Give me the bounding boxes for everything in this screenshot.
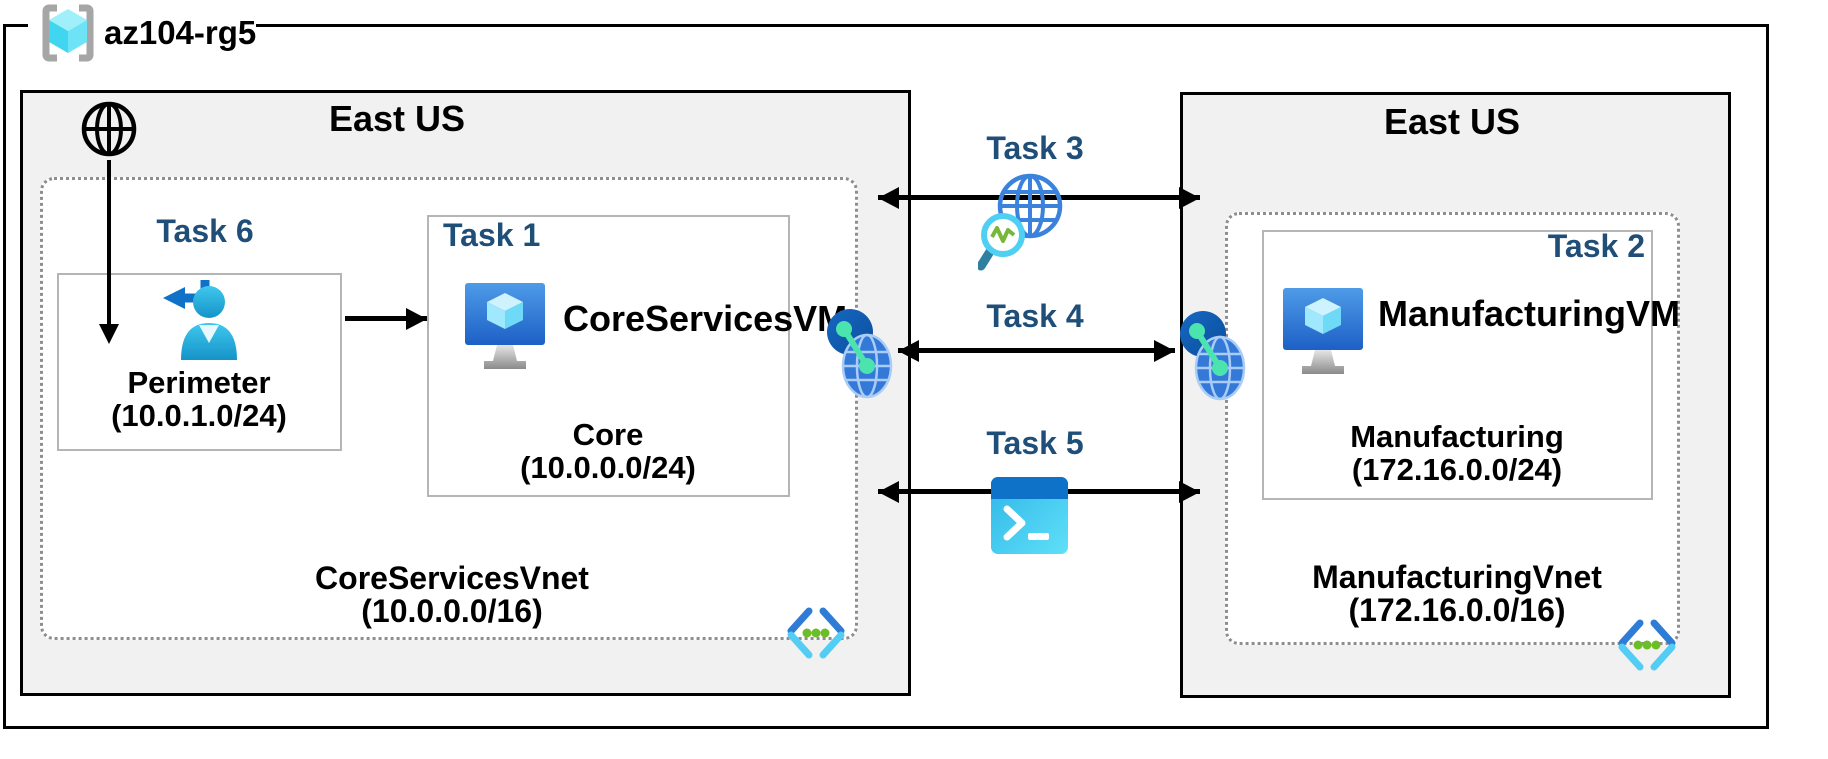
manufacturing-vnet-name: ManufacturingVnet	[1312, 559, 1602, 595]
task1-label: Task 1	[443, 217, 541, 253]
task2-label: Task 2	[1547, 228, 1645, 264]
perimeter-subnet-box	[57, 273, 342, 451]
task5-label: Task 5	[986, 425, 1084, 461]
task6-label: Task 6	[156, 213, 254, 249]
internet-icon	[81, 101, 137, 157]
resource-group-frame	[3, 24, 1769, 729]
core-vnet-name: CoreServicesVnet	[315, 560, 589, 596]
region-title-right: East US	[1383, 101, 1521, 142]
manufacturing-vnet-label: ManufacturingVnet (172.16.0.0/16)	[1312, 561, 1602, 627]
core-vm-label: CoreServicesVM	[563, 298, 848, 339]
vnet-peering-icon-right	[1180, 311, 1246, 401]
task3-arrow	[878, 195, 1200, 200]
manufacturing-cidr: (172.16.0.0/24)	[1351, 452, 1563, 487]
task4-label: Task 4	[986, 298, 1084, 334]
perimeter-to-core-arrow	[345, 316, 427, 321]
core-subnet-label: Core (10.0.0.0/24)	[520, 418, 696, 484]
manufacturing-vm-label: ManufacturingVM	[1378, 293, 1680, 334]
virtual-network-icon-right	[1618, 619, 1676, 671]
core-vm-icon	[465, 283, 545, 369]
resource-group-label: az104-rg5	[104, 14, 257, 51]
manufacturing-name: Manufacturing	[1350, 419, 1564, 454]
vnet-peering-icon-left	[827, 309, 893, 399]
core-subnet-box	[427, 215, 790, 497]
core-vnet-cidr: (10.0.0.0/16)	[361, 593, 543, 629]
manufacturing-vnet-cidr: (172.16.0.0/16)	[1348, 592, 1566, 628]
region-title-left: East US	[328, 98, 466, 139]
perimeter-cidr: (10.0.1.0/24)	[111, 398, 287, 433]
cloud-shell-icon	[991, 477, 1068, 554]
internet-to-perimeter-arrow	[107, 160, 111, 324]
perimeter-name: Perimeter	[127, 365, 271, 400]
core-name: Core	[572, 417, 644, 452]
task3-label: Task 3	[986, 130, 1084, 166]
task4-arrow	[898, 348, 1175, 353]
network-watcher-icon	[978, 173, 1063, 271]
perimeter-user-icon	[163, 280, 237, 360]
resource-group-icon	[42, 4, 94, 62]
manufacturing-subnet-box	[1262, 230, 1653, 500]
virtual-network-icon	[787, 607, 845, 659]
manufacturing-subnet-label: Manufacturing (172.16.0.0/24)	[1350, 420, 1564, 486]
manufacturing-vm-icon	[1283, 288, 1363, 374]
core-cidr: (10.0.0.0/24)	[520, 450, 696, 485]
perimeter-subnet-label: Perimeter (10.0.1.0/24)	[111, 366, 287, 432]
core-vnet-label: CoreServicesVnet (10.0.0.0/16)	[315, 562, 589, 628]
